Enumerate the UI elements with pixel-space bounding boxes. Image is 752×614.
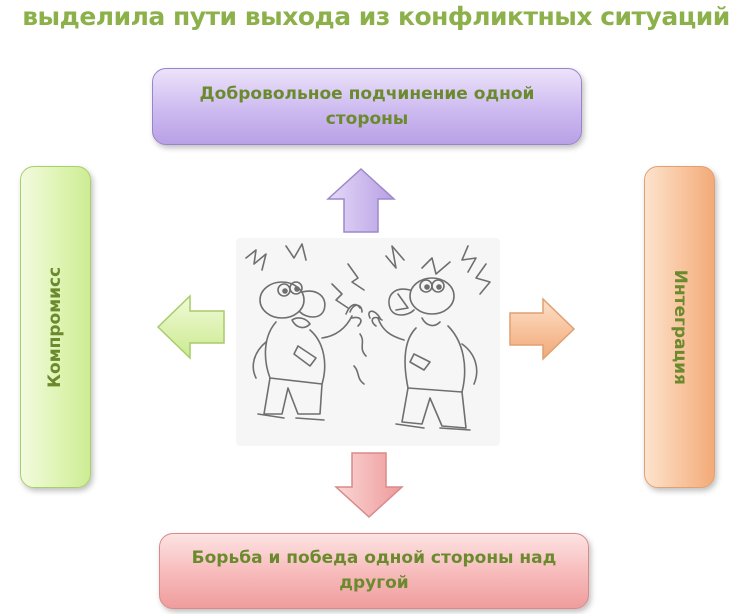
slide-title: выделила пути выхода из конфликтных ситу… — [22, 2, 730, 31]
two-arguing-men-cartoon-icon — [245, 243, 491, 431]
bottom-box: Борьба и победа одной стороны над другой — [159, 533, 589, 609]
right-box-label: Интеграция — [669, 269, 690, 385]
top-box-label: Добровольное подчинение одной стороны — [199, 83, 535, 129]
arrow-down-icon — [334, 452, 404, 519]
left-box: Компромисс — [20, 166, 91, 488]
right-box: Интеграция — [644, 166, 715, 488]
left-box-label: Компромисс — [45, 266, 66, 388]
bottom-box-label: Борьба и победа одной стороны над другой — [191, 548, 557, 593]
cartoon-image — [236, 238, 500, 446]
arrow-up-icon — [326, 167, 396, 233]
arrow-left-icon — [156, 294, 225, 360]
arrow-right-icon — [509, 297, 576, 361]
top-box: Добровольное подчинение одной стороны — [152, 68, 582, 145]
